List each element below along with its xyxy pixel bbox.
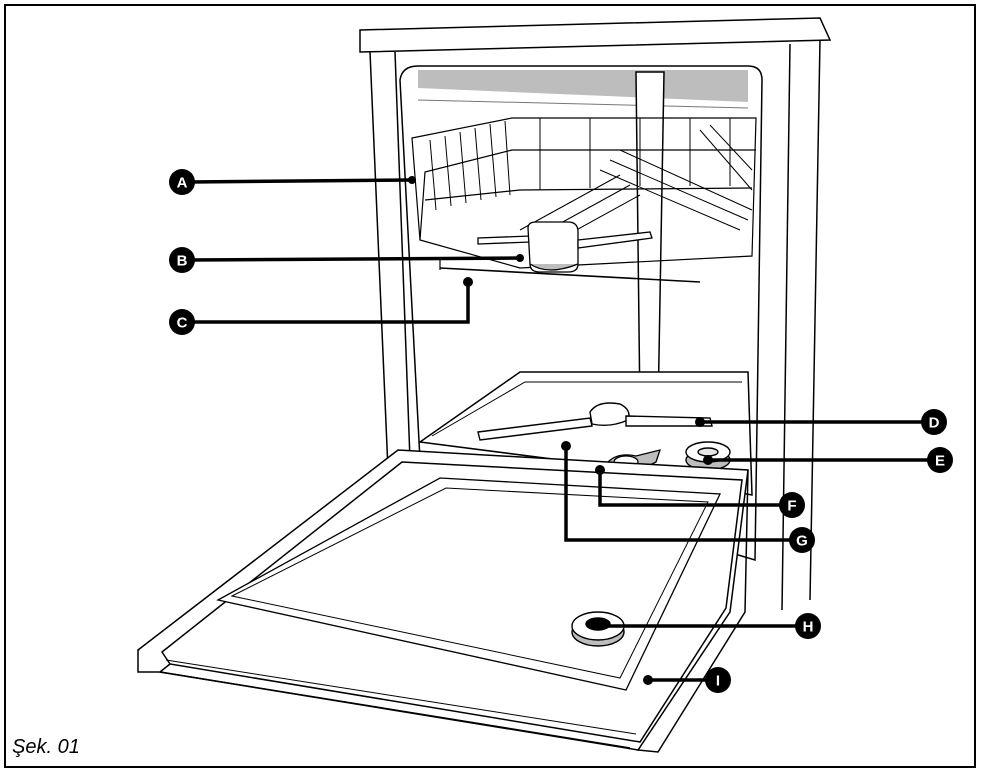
figure-caption: Şek. 01 bbox=[12, 736, 80, 758]
callout-marker-f: F bbox=[779, 492, 805, 518]
callout-label-i: I bbox=[716, 673, 720, 690]
callout-label-h: H bbox=[803, 619, 814, 636]
callout-marker-d: D bbox=[921, 409, 947, 435]
callout-label-a: A bbox=[177, 175, 188, 192]
callout-leader-lines bbox=[189, 178, 940, 682]
leader-endpoints bbox=[408, 176, 713, 685]
callout-label-g: G bbox=[796, 533, 808, 550]
dishwasher-cabinet bbox=[369, 39, 821, 611]
dishwasher-door bbox=[136, 449, 749, 753]
leader-line-b bbox=[189, 256, 521, 262]
dishwasher-top-cover bbox=[359, 17, 832, 53]
callout-marker-i: I bbox=[705, 667, 731, 693]
lower-spray-arm bbox=[477, 402, 713, 441]
leader-line-f bbox=[598, 470, 790, 507]
rack-tines bbox=[429, 118, 753, 251]
callout-marker-a: A bbox=[169, 169, 195, 195]
callout-label-e: E bbox=[935, 453, 945, 470]
callout-marker-h: H bbox=[795, 613, 821, 639]
callout-label-b: B bbox=[177, 253, 188, 270]
leader-line-g bbox=[564, 446, 800, 542]
callout-marker-c: C bbox=[169, 309, 195, 335]
leader-line-a bbox=[189, 178, 413, 184]
callout-label-c: C bbox=[177, 315, 188, 332]
callout-label-d: D bbox=[929, 415, 940, 432]
callout-marker-e: E bbox=[927, 447, 953, 473]
callout-marker-b: B bbox=[169, 247, 195, 273]
figure-frame bbox=[4, 4, 976, 768]
callout-label-f: F bbox=[787, 498, 796, 515]
upper-spray-arm bbox=[477, 221, 653, 273]
upper-dish-rack bbox=[411, 117, 757, 283]
callout-marker-g: G bbox=[789, 527, 815, 553]
leader-line-c bbox=[190, 282, 470, 324]
tub-floor bbox=[417, 371, 753, 496]
